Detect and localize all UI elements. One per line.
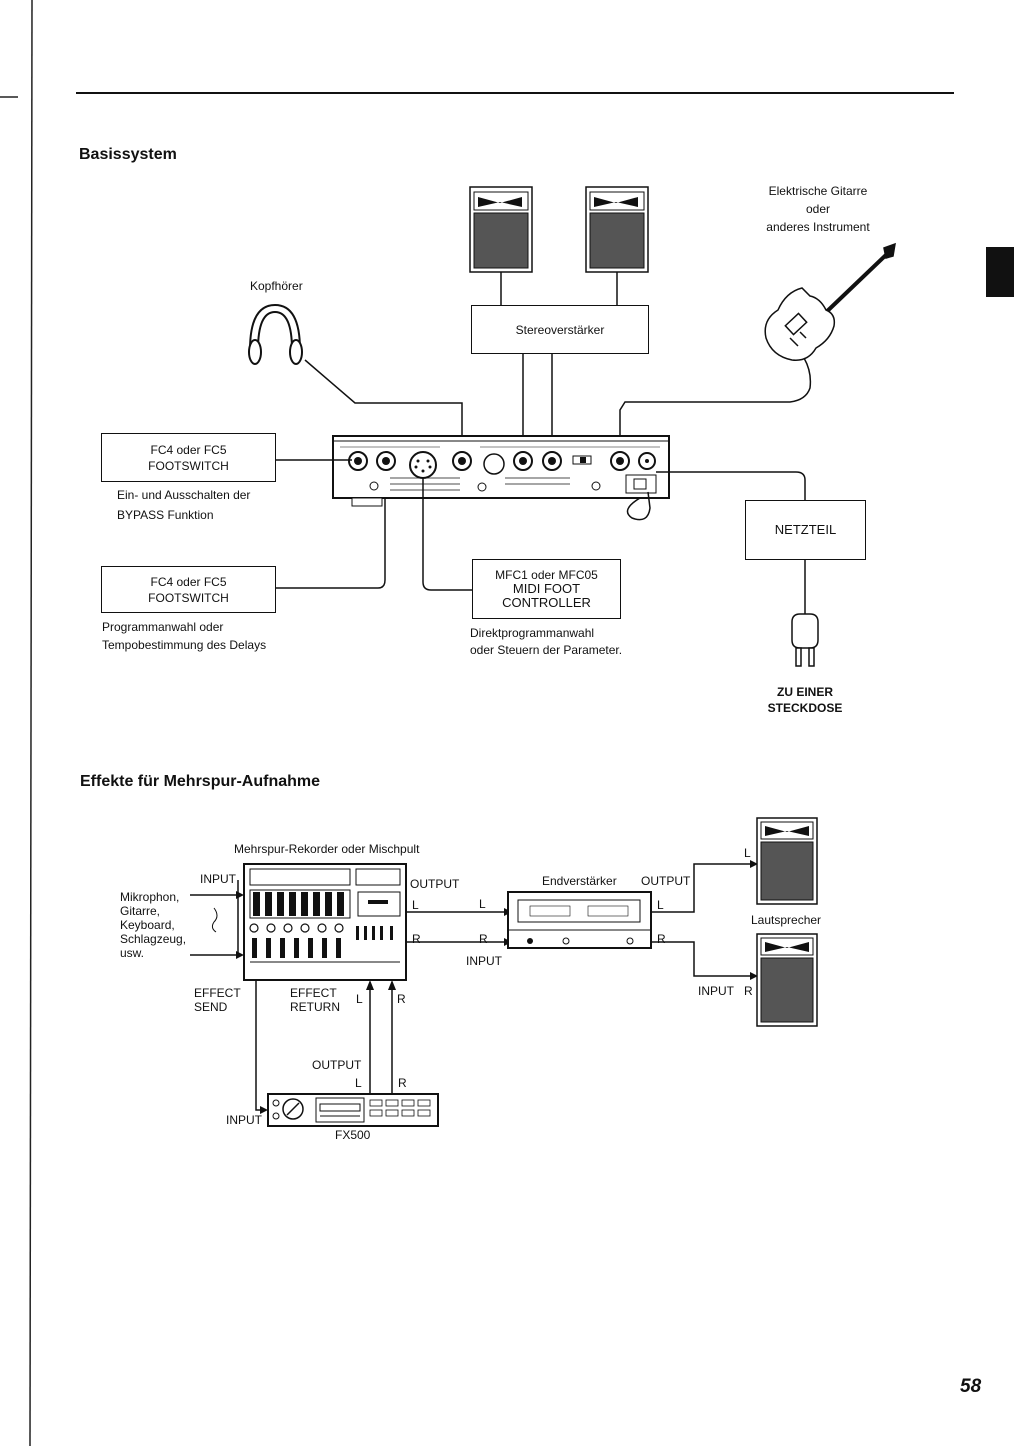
guitar-icon xyxy=(764,242,896,361)
sources-list: Mikrophon, Gitarre, Keyboard, Schlagzeug… xyxy=(120,890,186,960)
source-item: Mikrophon, xyxy=(120,890,180,904)
guitar-label-line2: oder xyxy=(805,202,831,216)
source-item: Schlagzeug, xyxy=(120,932,187,946)
footswitch-1-desc: Ein- und Ausschalten der BYPASS Funktion xyxy=(117,488,250,522)
amp-input-label: INPUT xyxy=(466,954,502,968)
mixer-icon xyxy=(243,863,407,981)
effect-send-line1: EFFECT xyxy=(194,986,241,1000)
power-amp-icon xyxy=(507,891,652,949)
outlet-label: ZU EINER STECKDOSE xyxy=(745,685,865,715)
fx-output-label: OUTPUT xyxy=(312,1058,362,1072)
mfc-desc-line2: oder Steuern der Parameter. xyxy=(470,643,623,657)
effect-return-line2: RETURN xyxy=(290,1000,340,1014)
return-r-label: R xyxy=(397,992,406,1006)
headphones-icon xyxy=(248,303,303,365)
outlet-label-line2: STECKDOSE xyxy=(767,701,843,715)
fx-input-label: INPUT xyxy=(226,1113,262,1127)
mfc-desc: Direktprogrammanwahl oder Steuern der Pa… xyxy=(470,626,622,657)
fx500-rear-panel-icon xyxy=(332,435,670,507)
footswitch-1-box: FC4 oder FC5 FOOTSWITCH xyxy=(101,433,276,482)
effect-return-line1: EFFECT xyxy=(290,986,337,1000)
footswitch-2-desc-line1: Programmanwahl oder xyxy=(102,620,224,634)
page-number: 58 xyxy=(960,1376,982,1397)
guitar-label-line1: Elektrische Gitarre xyxy=(768,184,868,198)
source-item: Gitarre, xyxy=(120,904,161,918)
guitar-label-line3: anderes Instrument xyxy=(766,220,870,234)
effect-send-line2: SEND xyxy=(194,1000,228,1014)
midi-foot-controller-box: MFC1 oder MFC05 MIDI FOOT CONTROLLER xyxy=(472,559,621,619)
plug-icon xyxy=(791,613,819,667)
mixer-out-r: R xyxy=(412,932,421,946)
fx-out-l: L xyxy=(355,1076,362,1090)
fx-name-label: FX500 xyxy=(335,1128,371,1142)
heading-basic: Basissystem xyxy=(79,146,177,163)
footswitch-1-desc-line1: Ein- und Ausschalten der xyxy=(117,488,251,502)
footswitch-2-desc: Programmanwahl oder Tempobestimmung des … xyxy=(102,620,266,652)
footswitch-2-line2: FOOTSWITCH xyxy=(148,590,229,605)
headphones-label: Kopfhörer xyxy=(250,279,303,293)
speaker-l-label: L xyxy=(744,846,751,860)
guitar-label: Elektrische Gitarre oder anderes Instrum… xyxy=(758,184,878,234)
footswitch-1-desc-line2: BYPASS Funktion xyxy=(117,508,214,522)
mixer-input-label: INPUT xyxy=(200,872,236,886)
mixer-title: Mehrspur-Rekorder oder Mischpult xyxy=(234,842,420,856)
footswitch-2-line1: FC4 oder FC5 xyxy=(150,574,227,589)
speaker-bottom-icon xyxy=(756,933,818,1027)
heading-multitrack: Effekte für Mehrspur-Aufnahme xyxy=(80,773,321,790)
footswitch-1-line2: FOOTSWITCH xyxy=(148,458,229,473)
mfc-line3: CONTROLLER xyxy=(502,595,591,610)
effect-return-label: EFFECT RETURN xyxy=(290,986,340,1014)
footswitch-2-box: FC4 oder FC5 FOOTSWITCH xyxy=(101,566,276,613)
mfc-desc-line1: Direktprogrammanwahl xyxy=(470,626,595,640)
effect-send-label: EFFECT SEND xyxy=(194,986,241,1014)
amp-output-label: OUTPUT xyxy=(641,874,691,888)
footswitch-1-line1: FC4 oder FC5 xyxy=(150,442,227,457)
mfc-line2: MIDI FOOT xyxy=(512,581,581,596)
source-item: Keyboard, xyxy=(120,918,175,932)
fx-out-r: R xyxy=(398,1076,407,1090)
mfc-line1: MFC1 oder MFC05 xyxy=(495,568,598,582)
psu-box: NETZTEIL xyxy=(745,500,866,560)
mixer-output-label: OUTPUT xyxy=(410,877,460,891)
fx500-front-icon xyxy=(267,1093,439,1127)
footswitch-2-desc-line2: Tempobestimmung des Delays xyxy=(102,638,267,652)
outlet-label-line1: ZU EINER xyxy=(776,685,833,699)
stereo-amp-box: Stereoverstärker xyxy=(471,305,649,354)
speaker-r-label: R xyxy=(744,984,753,998)
psu-label: NETZTEIL xyxy=(774,522,837,537)
amp-out-r: R xyxy=(657,932,666,946)
amp-out-l: L xyxy=(657,898,664,912)
return-l-label: L xyxy=(356,992,363,1006)
amp-in-l: L xyxy=(479,897,486,911)
source-item: usw. xyxy=(120,946,145,960)
speakers-label: Lautsprecher xyxy=(751,913,822,927)
amp-in-r: R xyxy=(479,932,488,946)
speaker-top-icon xyxy=(756,817,818,905)
speaker-left-icon xyxy=(469,186,533,273)
mixer-out-l: L xyxy=(412,898,419,912)
stereo-amp-label: Stereoverstärker xyxy=(515,322,605,337)
speaker-input-label: INPUT xyxy=(698,984,734,998)
power-amp-label: Endverstärker xyxy=(542,874,617,888)
